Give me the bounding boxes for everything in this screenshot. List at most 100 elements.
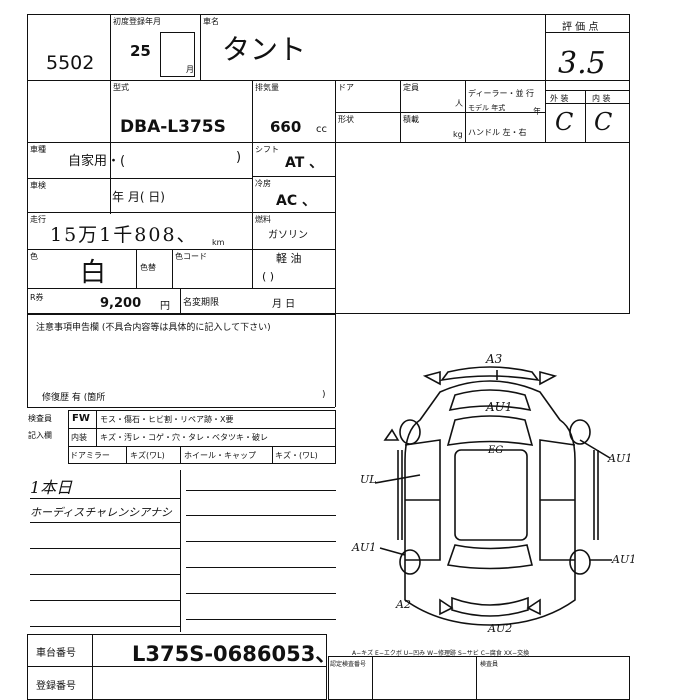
front-bumper [440, 366, 540, 382]
check-head-fw: FW [72, 413, 90, 424]
color-change-label: 色替 [140, 263, 156, 272]
divider [27, 249, 335, 250]
name-change-value: 月 日 [272, 299, 296, 310]
mark-left-side: UL [360, 473, 377, 486]
repair-close: ) [322, 390, 326, 400]
mark-top: A3 [486, 352, 503, 366]
front-right-lamp [539, 370, 558, 386]
dealer-label: ディーラー・並 行 [468, 89, 534, 98]
body-outline [404, 380, 576, 626]
divider [92, 634, 93, 700]
km-unit: km [212, 238, 225, 247]
capacity-unit: 人 [455, 99, 463, 108]
divider [27, 314, 28, 407]
rule [30, 548, 180, 549]
divider [545, 32, 630, 33]
color-code-label: 色コード [175, 252, 207, 261]
sheet-frame [27, 14, 630, 314]
leader-left-rear [379, 547, 406, 556]
color-label: 色 [30, 252, 38, 261]
divider [68, 446, 336, 447]
divider [465, 80, 466, 142]
inspection-label: 車検 [30, 181, 46, 190]
use-label: 車種 [30, 145, 46, 154]
hood [448, 389, 532, 412]
recycle-label: R券 [30, 293, 44, 302]
check-head-mirror: ドアミラー [70, 451, 110, 460]
name-label: 車名 [203, 17, 219, 26]
left-mirror [383, 428, 400, 441]
divider [27, 212, 335, 213]
fuel-value: ガソリン [268, 230, 308, 241]
fuel-other: 軽 油 [276, 252, 302, 265]
divider [27, 80, 630, 81]
cc-value: 660 [270, 118, 302, 136]
divider [136, 249, 137, 288]
note-line-1: 1本日 [30, 478, 73, 497]
fuel-label: 燃料 [255, 215, 271, 224]
divider [585, 90, 586, 142]
rule [186, 619, 336, 620]
divider [400, 80, 401, 142]
door-label: ドア [338, 83, 354, 92]
mark-roof: EG [488, 445, 504, 456]
rear-bumper [451, 596, 529, 617]
interior-grade: C [594, 108, 613, 136]
shift-label: シフト [255, 145, 279, 154]
rule [30, 626, 180, 627]
shift-value: AT 、 [285, 155, 324, 171]
rear-window [446, 544, 533, 570]
repair-label: 修復歴 有 (箇所 [42, 393, 106, 403]
divider [545, 90, 630, 91]
ac-label: 冷房 [255, 179, 271, 188]
divider [27, 142, 630, 143]
model-value: DBA-L375S [120, 117, 226, 137]
front-left-wheel [399, 419, 421, 445]
fuel-paren: ( ) [262, 270, 275, 283]
legend-box-label-2: 検査員 [480, 661, 499, 668]
reg-year: 25 [130, 42, 151, 60]
notes-label: 注意事項申告欄 (不具合内容等は具体的に記入して下さい) [36, 323, 271, 333]
damage-legend: A−キズ E−エクボ U−凹み W−修理跡 S−サビ C−腐食 XX−交換 [352, 650, 530, 657]
chassis-value: L375S-0686053、 [132, 642, 337, 666]
leader-right-front [579, 439, 611, 459]
mileage-value: 15万1千808、 [50, 224, 198, 246]
windshield [446, 415, 534, 446]
divider [545, 14, 546, 142]
reg-month-box [160, 32, 195, 77]
model-label: 型式 [113, 83, 129, 92]
rule [30, 498, 180, 499]
divider [68, 428, 336, 429]
divider [96, 410, 97, 446]
exterior-label: 外 装 [550, 94, 569, 103]
chassis-label: 車台番号 [36, 648, 76, 659]
divider [476, 656, 477, 700]
cc-unit: cc [316, 124, 327, 135]
load-label: 積載 [403, 115, 419, 124]
divider [335, 142, 336, 407]
divider [27, 314, 335, 315]
rear-left-lamp [439, 598, 454, 616]
rear-left-wheel [399, 549, 421, 575]
divider [180, 288, 181, 314]
recycle-unit: 円 [160, 301, 170, 312]
use-value: 自家用・( [68, 154, 126, 169]
check-label-2: 記入欄 [28, 431, 52, 440]
divider [200, 14, 201, 80]
interior-label: 内 装 [592, 94, 611, 103]
divider [27, 666, 327, 667]
check-text-fw: モス・傷石・ヒビ割・リペア跡・X要 [100, 415, 234, 424]
divider [172, 249, 173, 288]
divider [126, 446, 127, 464]
check-sub-wheel-text: キズ・(ワL) [275, 451, 318, 460]
rule [186, 567, 336, 568]
ac-value: AC 、 [276, 193, 316, 209]
shape-label: 形状 [338, 115, 354, 124]
lot-number: 5502 [46, 52, 95, 74]
divider [252, 142, 253, 288]
rule [30, 522, 180, 523]
name-change-label: 名変期限 [183, 298, 220, 308]
mark-left-rear: AU1 [352, 541, 377, 554]
check-head-interior: 内装 [71, 433, 87, 442]
check-text-mirror: キズ(ワL) [130, 451, 165, 460]
